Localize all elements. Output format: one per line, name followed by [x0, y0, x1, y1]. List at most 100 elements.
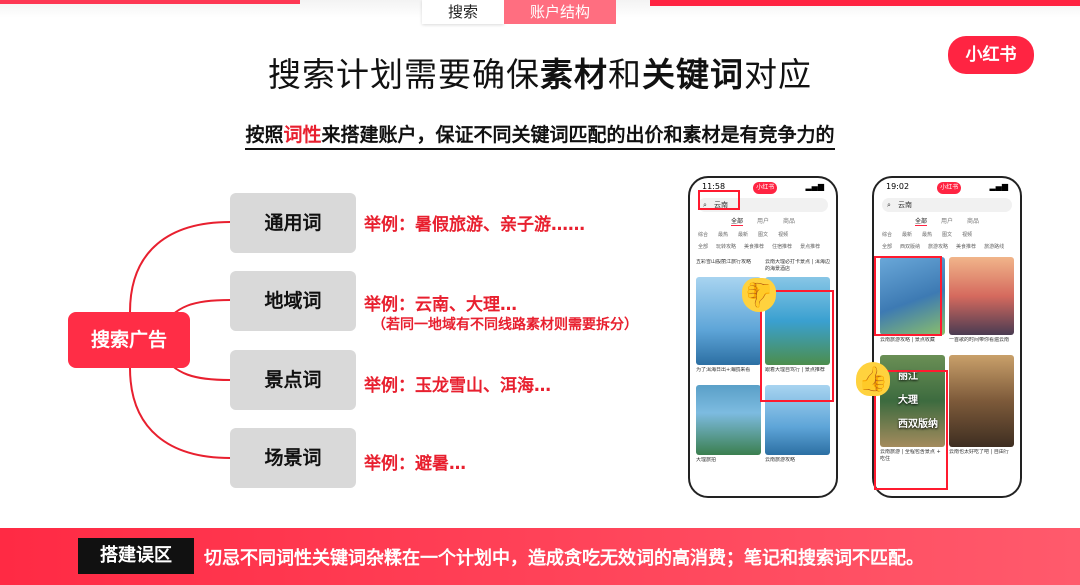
phone-tab-all[interactable]: 全部	[914, 218, 927, 226]
feed-caption: 云南旅游攻略 | 景点收藏	[880, 337, 935, 343]
bottom-label: 搭建误区	[78, 538, 194, 574]
feed-card[interactable]: 五彩雪山般丽江旅行攻略	[696, 257, 761, 273]
page-subtitle: 按照词性来搭建账户，保证不同关键词匹配的出价和素材是有竞争力的	[0, 120, 1080, 150]
feed-caption: 云南旅游攻略	[765, 457, 796, 463]
tab-account-structure[interactable]: 账户结构	[504, 0, 617, 24]
feed-card[interactable]: 云南也太好吃了吧 | 自由行	[949, 355, 1014, 463]
feed-card[interactable]: 一首歌的时间带你看遍云南	[949, 257, 1014, 351]
feed-caption: 大理旅拍	[696, 457, 717, 463]
phone-screenshot-2: 19:02 小红书 ▂▄▆ ⌕ 云南 全部 用户 商品 综合 最新 最热 图文 …	[872, 176, 1022, 498]
node-scenic-word: 景点词	[230, 350, 356, 410]
title-part-1: 搜索计划需要确保	[268, 55, 540, 94]
phone-status-bar: 11:58 小红书 ▂▄▆	[690, 178, 836, 194]
feed-card[interactable]: 云南旅游攻略	[765, 385, 830, 471]
thumbs-down-icon: 👍	[742, 278, 776, 312]
phone-chips: 全部 西双版纳 旅游攻略 美食推荐 旅游路线	[874, 240, 1020, 253]
phone-app-badge: 小红书	[753, 182, 778, 194]
chip-item[interactable]: 美食推荐	[956, 244, 977, 250]
phone-tab-goods[interactable]: 商品	[783, 218, 796, 225]
feed-caption: 云南也太好吃了吧 | 自由行	[949, 449, 1009, 455]
example-scene-word: 举例：避暑…	[364, 454, 466, 474]
highlight-search-query-1	[698, 190, 740, 210]
filter-item[interactable]: 最热	[922, 232, 933, 238]
feed-card[interactable]: 云南旅游攻略 | 景点收藏	[880, 257, 945, 351]
phone-search-input[interactable]: ⌕ 云南	[882, 198, 1012, 212]
node-region-word: 地域词	[230, 271, 356, 331]
phone-status-bar: 19:02 小红书 ▂▄▆	[874, 178, 1020, 194]
phone-search-query: 云南	[898, 201, 912, 209]
phone-time: 11:58	[702, 182, 726, 191]
filter-item[interactable]: 图文	[758, 232, 769, 238]
phone-time: 19:02	[886, 182, 910, 191]
phone-tab-all[interactable]: 全部	[730, 218, 743, 226]
phone-screenshot-1: 11:58 小红书 ▂▄▆ ⌕ 云南 全部 用户 商品 综合 最热 最新 图文 …	[688, 176, 838, 498]
highlight-matched-notes-top	[874, 256, 942, 336]
root-node-search-ads: 搜索广告	[68, 312, 190, 368]
title-part-3: 对应	[744, 55, 812, 94]
title-bold-2: 关键词	[642, 55, 744, 94]
page-title: 搜索计划需要确保素材和关键词对应	[0, 48, 1080, 96]
overlay-text: 丽江	[898, 371, 918, 382]
example-scenic-word: 举例：玉龙雪山、洱海…	[364, 376, 551, 396]
bottom-warning-text: 切忌不同词性关键词杂糅在一个计划中，造成贪吃无效词的高消费；笔记和搜索词不匹配。	[204, 548, 924, 569]
top-accent	[650, 0, 1080, 6]
phone-tab-user[interactable]: 用户	[756, 218, 769, 225]
signal-icon: ▂▄▆	[805, 182, 824, 191]
filter-item[interactable]: 综合	[882, 232, 893, 238]
filter-item[interactable]: 视频	[962, 232, 973, 238]
example-region-word: 举例：云南、大理…	[364, 295, 517, 315]
feed-card[interactable]: 云南大理必打卡景点 | 洱海边的海景酒店	[765, 257, 830, 273]
search-icon: ⌕	[703, 201, 707, 209]
feed-caption: 为了洱海日出+海鸥来看	[696, 367, 751, 373]
chip-item[interactable]: 住宿推荐	[772, 244, 793, 250]
phone-tab-user[interactable]: 用户	[940, 218, 953, 225]
feed-caption: 五彩雪山般丽江旅行攻略	[696, 259, 752, 265]
top-accent-left	[0, 0, 300, 4]
chip-item[interactable]: 美食推荐	[744, 244, 765, 250]
highlight-mismatched-notes	[760, 290, 834, 402]
phone-filters: 综合 最新 最热 图文 视频	[874, 226, 1020, 240]
feed-caption: 跟着大理自驾行 | 景点推荐	[765, 367, 825, 373]
chip-item[interactable]: 景点推荐	[800, 244, 821, 250]
signal-icon: ▂▄▆	[989, 182, 1008, 191]
title-bold-1: 素材	[540, 55, 608, 94]
feed-caption: 一首歌的时间带你看遍云南	[949, 337, 1010, 343]
filter-item[interactable]: 图文	[942, 232, 953, 238]
example-general-word: 举例：暑假旅游、亲子游……	[364, 215, 585, 235]
phone-filters: 综合 最热 最新 图文 视频	[690, 226, 836, 240]
filter-item[interactable]: 最新	[738, 232, 749, 238]
feed-caption: 云南大理必打卡景点 | 洱海边的海景酒店	[765, 259, 830, 272]
overlay-text: 西双版纳	[898, 419, 938, 430]
title-part-2: 和	[608, 55, 642, 94]
phone-search-query: 云南	[714, 201, 728, 209]
example-region-note: （若同一地域有不同线路素材则需要拆分）	[372, 317, 638, 333]
feed-card[interactable]: 大理旅拍	[696, 385, 761, 471]
tab-search[interactable]: 搜索	[422, 0, 505, 24]
chip-item[interactable]: 旅游路线	[984, 244, 1005, 250]
filter-item[interactable]: 最热	[718, 232, 729, 238]
chip-item[interactable]: 全部	[882, 244, 893, 250]
phone-tabs: 全部 用户 商品	[874, 216, 1020, 226]
filter-item[interactable]: 最新	[902, 232, 913, 238]
phone-app-badge: 小红书	[937, 182, 962, 194]
filter-item[interactable]: 综合	[698, 232, 709, 238]
chip-item[interactable]: 旅游攻略	[928, 244, 949, 250]
phone-tab-goods[interactable]: 商品	[967, 218, 980, 225]
phone-tabs: 全部 用户 商品	[690, 216, 836, 226]
subtitle-part-1: 按照	[245, 124, 284, 146]
node-scene-word: 场景词	[230, 428, 356, 488]
feed-caption: 云南旅游 | 全程包含景点 + 吃住	[880, 449, 941, 462]
highlight-matched-notes	[874, 370, 948, 490]
search-icon: ⌕	[887, 201, 891, 209]
chip-item[interactable]: 西双版纳	[900, 244, 921, 250]
tab-bar: 搜索 账户结构	[422, 0, 617, 24]
filter-item[interactable]: 视频	[778, 232, 789, 238]
xiaohongshu-logo: 小红书	[948, 36, 1034, 74]
node-general-word: 通用词	[230, 193, 356, 253]
overlay-text: 大理	[898, 395, 918, 406]
chip-item[interactable]: 全部	[698, 244, 709, 250]
chip-item[interactable]: 玩转攻略	[716, 244, 737, 250]
subtitle-part-2: 来搭建账户，保证不同关键词匹配的出价和素材是有竞争力的	[321, 124, 835, 146]
subtitle-highlight: 词性	[283, 124, 322, 146]
